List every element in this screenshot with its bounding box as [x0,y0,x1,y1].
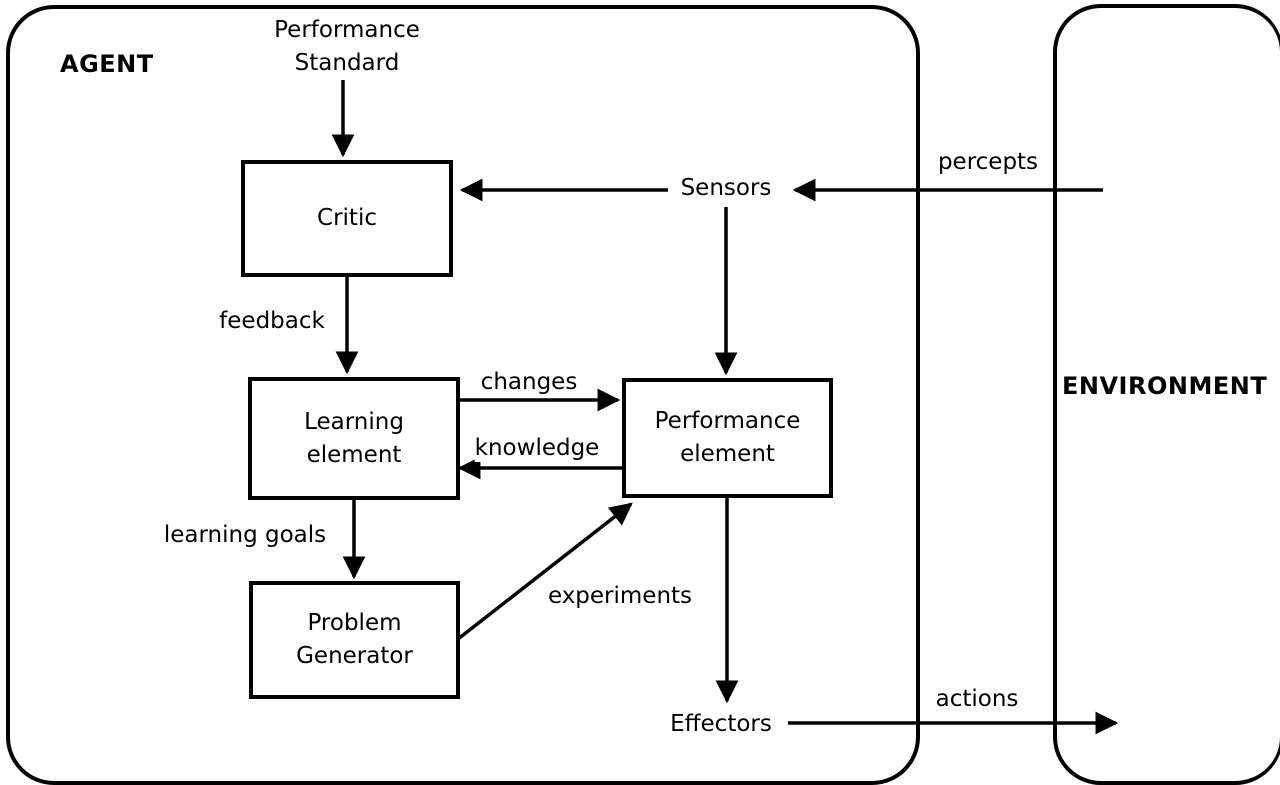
effectors-label: Effectors [670,710,772,738]
critic-box-label: Critic [317,205,377,231]
experiments-label: experiments [547,582,693,610]
performance-element-label-line1: Performance [654,408,801,434]
problem-generator-label-line2: Generator [296,643,413,669]
sensors-label: Sensors [680,174,772,202]
learning-element-box: Learning element [248,377,460,500]
environment-boundary [1053,4,1280,785]
critic-box: Critic [241,160,453,277]
performance-element-label-line2: element [680,441,775,467]
actions-label: actions [935,685,1019,713]
knowledge-label: knowledge [474,434,600,462]
feedback-label: feedback [219,307,325,335]
performance-standard-label: Performance Standard [274,14,420,80]
learning-element-label-line2: element [306,441,402,468]
agent-title: AGENT [60,50,154,78]
learning-element-label-line1: Learning [304,408,404,435]
environment-title: ENVIRONMENT [1062,372,1268,400]
performance-element-box: Performance element [622,378,833,498]
changes-label: changes [480,368,578,396]
performance-standard-line2: Standard [294,50,400,76]
learning-goals-label: learning goals [163,521,327,549]
percepts-label: percepts [937,148,1039,176]
performance-standard-line1: Performance [274,17,420,43]
problem-generator-label-line1: Problem [307,610,402,636]
agent-boundary [6,5,920,785]
problem-generator-box: Problem Generator [249,581,460,699]
